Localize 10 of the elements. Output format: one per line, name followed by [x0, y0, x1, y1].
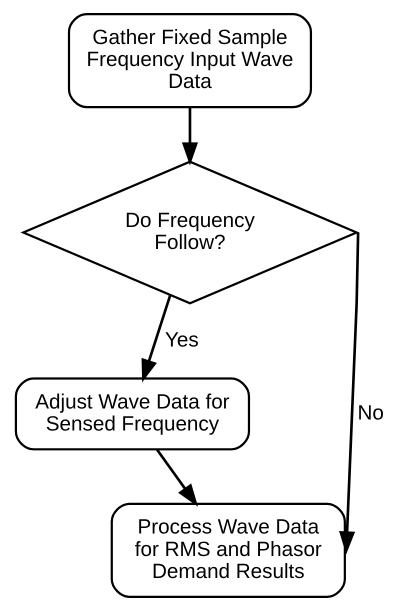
- arrow: [181, 107, 198, 166]
- edge-label: Yes: [164, 328, 198, 352]
- node-diamond: Do Frequency Follow?: [20, 160, 359, 304]
- node-box: Gather Fixed Sample Frequency Input Wave Data: [67, 13, 312, 108]
- arrow: [141, 294, 171, 382]
- node-box: Process Wave Data for RMS and Phasor Demand Results: [110, 502, 346, 598]
- edge-label: No: [356, 401, 384, 424]
- arrow: [338, 232, 359, 554]
- arrow: [156, 449, 198, 507]
- node-box: Adjust Wave Data for Sensed Frequency: [14, 377, 250, 450]
